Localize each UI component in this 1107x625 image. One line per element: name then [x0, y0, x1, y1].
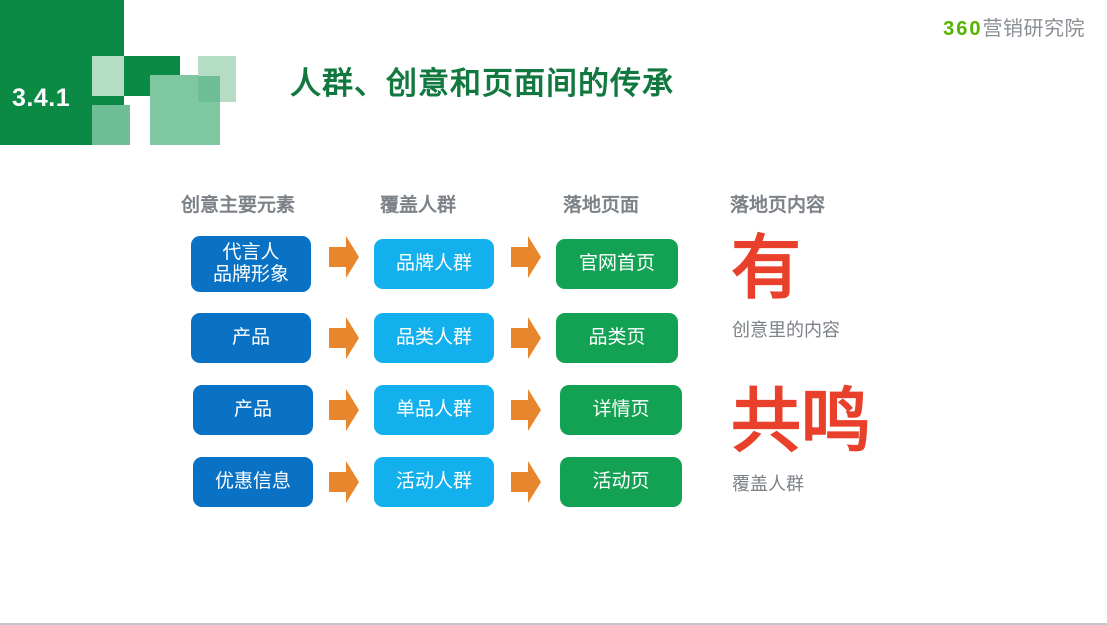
audience-chip[interactable]: 品牌人群 [374, 239, 494, 289]
column-header-creative-elements: 创意主要元素 [181, 195, 296, 216]
header-decor-square-3 [92, 105, 130, 145]
audience-chip[interactable]: 品类人群 [374, 313, 494, 363]
slide-number: 3.4.1 [12, 84, 71, 112]
callout-subtext: 创意里的内容 [732, 320, 840, 340]
right-arrow-icon [329, 389, 359, 431]
header-decor-square-5 [150, 115, 220, 145]
brand-logo-number: 360 [943, 18, 983, 40]
right-arrow-icon [511, 389, 541, 431]
header-decor-square-7 [198, 76, 220, 102]
landing-page-chip[interactable]: 品类页 [556, 313, 678, 363]
callout-subtext: 覆盖人群 [732, 474, 804, 494]
callout-headline: 共鸣 [731, 382, 871, 460]
right-arrow-icon [329, 317, 359, 359]
right-arrow-icon [329, 461, 359, 503]
column-header-landing-page: 落地页面 [563, 195, 640, 216]
creative-element-chip[interactable]: 代言人 品牌形象 [191, 236, 311, 292]
page-title: 人群、创意和页面间的传承 [290, 66, 674, 101]
landing-page-chip[interactable]: 官网首页 [556, 239, 678, 289]
right-arrow-icon [329, 236, 359, 278]
audience-chip[interactable]: 单品人群 [374, 385, 494, 435]
creative-element-chip[interactable]: 产品 [193, 385, 313, 435]
audience-chip[interactable]: 活动人群 [374, 457, 494, 507]
brand-logo-text: 营销研究院 [982, 18, 1085, 40]
landing-page-chip[interactable]: 活动页 [560, 457, 682, 507]
right-arrow-icon [511, 461, 541, 503]
creative-element-chip[interactable]: 产品 [191, 313, 311, 363]
creative-element-chip[interactable]: 优惠信息 [193, 457, 313, 507]
right-arrow-icon [511, 236, 541, 278]
callout-headline: 有 [731, 229, 801, 307]
header-decor-square-8 [220, 56, 236, 102]
column-header-landing-content: 落地页内容 [730, 195, 826, 216]
brand-logo: 360营销研究院 [943, 12, 1085, 41]
column-header-audience: 覆盖人群 [380, 195, 457, 216]
landing-page-chip[interactable]: 详情页 [560, 385, 682, 435]
right-arrow-icon [511, 317, 541, 359]
